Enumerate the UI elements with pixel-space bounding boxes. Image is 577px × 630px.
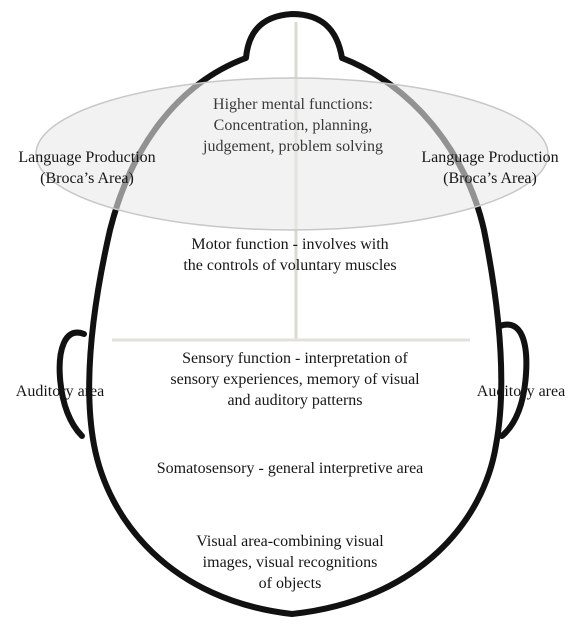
- label-line: the controls of voluntary muscles: [183, 257, 397, 274]
- label-line: Higher mental functions:: [213, 96, 373, 113]
- label-line: judgement, problem solving: [203, 138, 383, 155]
- right-ear: [497, 321, 530, 439]
- label-line: Visual area-combining visual: [196, 533, 384, 550]
- auditory-area-right-label: Auditory area: [476, 383, 566, 400]
- label-line: images, visual recognitions: [202, 554, 378, 571]
- somatosensory-label: Somatosensory - general interpretive are…: [156, 460, 424, 477]
- head-outline: [86, 55, 505, 617]
- visual-area-label: Visual area-combining visual images, vis…: [160, 531, 420, 594]
- label-line: of objects: [258, 575, 322, 592]
- motor-function-label: Motor function - involves with the contr…: [130, 234, 450, 276]
- broca-area-left-label: Language Production (Broca’s Area): [2, 147, 172, 189]
- label-line: Language Production: [18, 149, 156, 166]
- left-ear: [56, 329, 87, 439]
- broca-area-right-label: Language Production (Broca’s Area): [404, 147, 576, 189]
- label-line: (Broca’s Area): [443, 170, 537, 187]
- higher-mental-functions-label: Higher mental functions: Concentration, …: [168, 94, 418, 157]
- label-line: Language Production: [421, 149, 559, 166]
- label-line: sensory experiences, memory of visual: [170, 371, 420, 388]
- label-line: Motor function - involves with: [191, 236, 389, 253]
- label-line: (Broca’s Area): [40, 170, 134, 187]
- label-line: and auditory patterns: [227, 392, 363, 409]
- sensory-function-label: Sensory function - interpretation of sen…: [140, 348, 450, 411]
- frontal-lobe-highlight: [35, 77, 549, 231]
- nose-outline: [243, 10, 345, 61]
- label-line: Sensory function - interpretation of: [182, 350, 408, 367]
- label-line: Concentration, planning,: [213, 117, 373, 134]
- auditory-area-left-label: Auditory area: [15, 383, 105, 400]
